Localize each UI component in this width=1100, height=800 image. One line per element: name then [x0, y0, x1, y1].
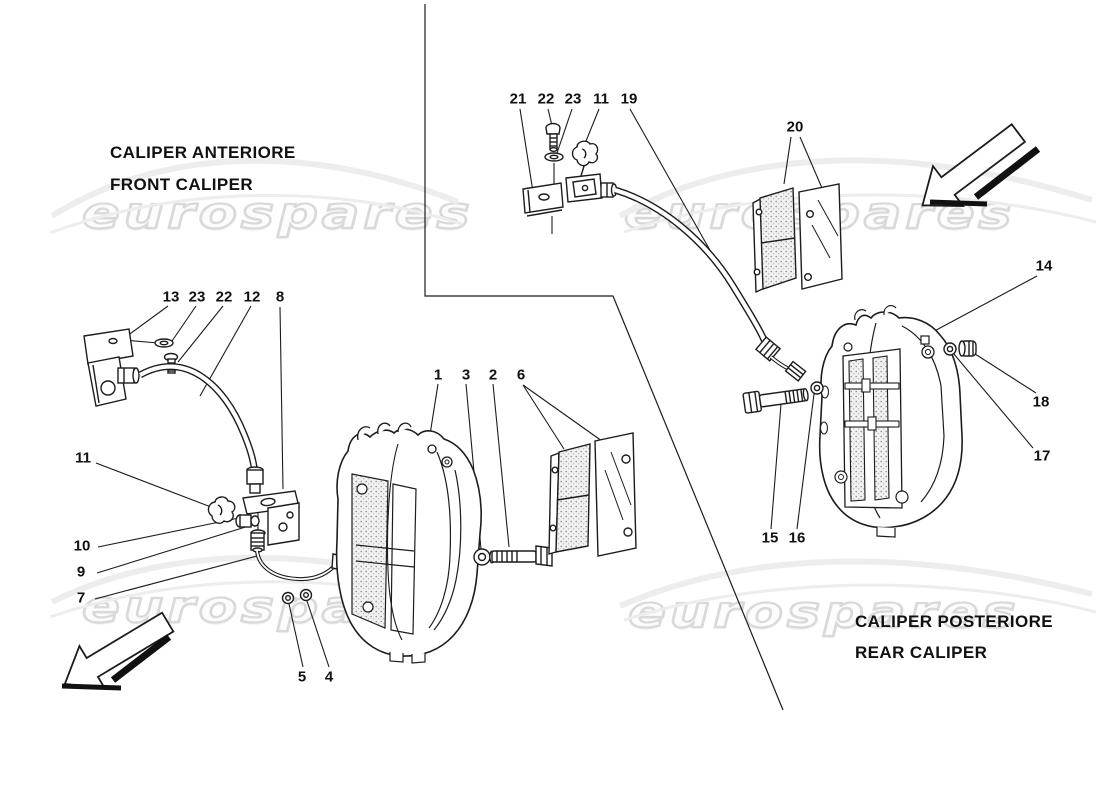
part-label-11: 11 — [75, 449, 91, 467]
front-caliper — [335, 422, 482, 664]
part-label-22: 22 — [215, 288, 233, 306]
rear-brake-hose — [613, 186, 769, 344]
part-label-19: 19 — [620, 90, 638, 108]
part-label-21: 21 — [509, 90, 527, 108]
rear-caliper — [818, 305, 963, 538]
bleed-plug-parts — [943, 340, 977, 357]
part-label-6: 6 — [516, 366, 526, 384]
direction-arrow-icon — [921, 123, 1041, 207]
rear-hose-end-fitting — [754, 336, 807, 382]
part-label-2: 2 — [488, 366, 498, 384]
part-label-9: 9 — [76, 563, 86, 581]
rear-brake-pads — [752, 183, 843, 294]
front-brake-pads — [548, 432, 637, 557]
part-label-14: 14 — [1035, 257, 1053, 275]
front-hose-bracket — [83, 328, 179, 407]
watermark-eurospares: eurospares — [627, 586, 1020, 639]
part-label-20: 20 — [786, 118, 804, 136]
part-label-7: 7 — [76, 589, 86, 607]
part-label-11: 11 — [593, 90, 609, 108]
front-brake-hose — [138, 363, 259, 479]
callout-leader-lines — [94, 108, 1038, 668]
caliper-bolt-and-washer — [473, 545, 553, 567]
part-label-4: 4 — [324, 668, 334, 686]
hose-union-bracket-assembly — [207, 466, 300, 553]
rear-caliper-bolt — [742, 381, 824, 414]
hose-grommets — [281, 588, 313, 605]
rear-hose-bracket — [522, 122, 618, 217]
part-label-10: 10 — [73, 537, 91, 555]
part-label-17: 17 — [1033, 447, 1051, 465]
part-label-15: 15 — [761, 529, 779, 547]
part-label-13: 13 — [162, 288, 180, 306]
part-label-12: 12 — [243, 288, 261, 306]
rear-section-title-it: CALIPER POSTERIORE — [855, 612, 1054, 631]
direction-arrow-icon — [61, 611, 175, 691]
part-label-16: 16 — [788, 529, 806, 547]
rear-section-title-en: REAR CALIPER — [855, 643, 988, 662]
front-section-title-en: FRONT CALIPER — [110, 175, 254, 194]
part-label-18: 18 — [1032, 393, 1050, 411]
part-label-3: 3 — [461, 366, 471, 384]
part-label-1: 1 — [433, 366, 443, 384]
part-label-22: 22 — [537, 90, 555, 108]
part-label-8: 8 — [275, 288, 285, 306]
part-label-5: 5 — [297, 668, 307, 686]
part-label-23: 23 — [188, 288, 206, 306]
section-divider-line — [424, 4, 784, 711]
swoosh-decoration — [49, 157, 1097, 622]
front-section-title-it: CALIPER ANTERIORE — [110, 143, 296, 162]
part-label-23: 23 — [564, 90, 582, 108]
